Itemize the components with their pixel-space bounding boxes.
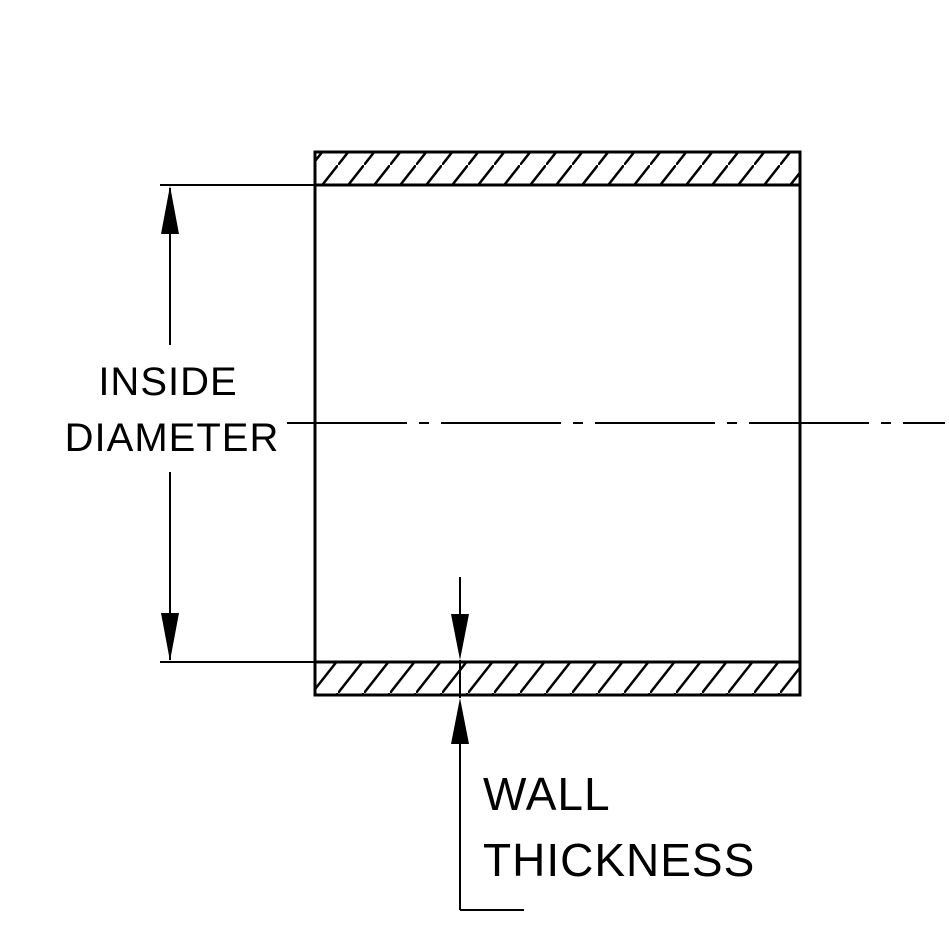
id-arrow-up-icon bbox=[161, 186, 179, 234]
wall-thickness-label-line1: WALL bbox=[483, 768, 611, 820]
wt-arrow-up-icon bbox=[451, 698, 469, 744]
wall-thickness-label-line2: THICKNESS bbox=[483, 834, 755, 886]
inside-diameter-label-line2: DIAMETER bbox=[65, 416, 280, 460]
top-wall-hatch bbox=[313, 150, 802, 187]
bottom-wall-hatch bbox=[313, 660, 802, 697]
wt-arrow-down-icon bbox=[451, 614, 469, 660]
id-arrow-down-icon bbox=[161, 613, 179, 661]
inside-diameter-label-line1: INSIDE bbox=[98, 360, 237, 404]
